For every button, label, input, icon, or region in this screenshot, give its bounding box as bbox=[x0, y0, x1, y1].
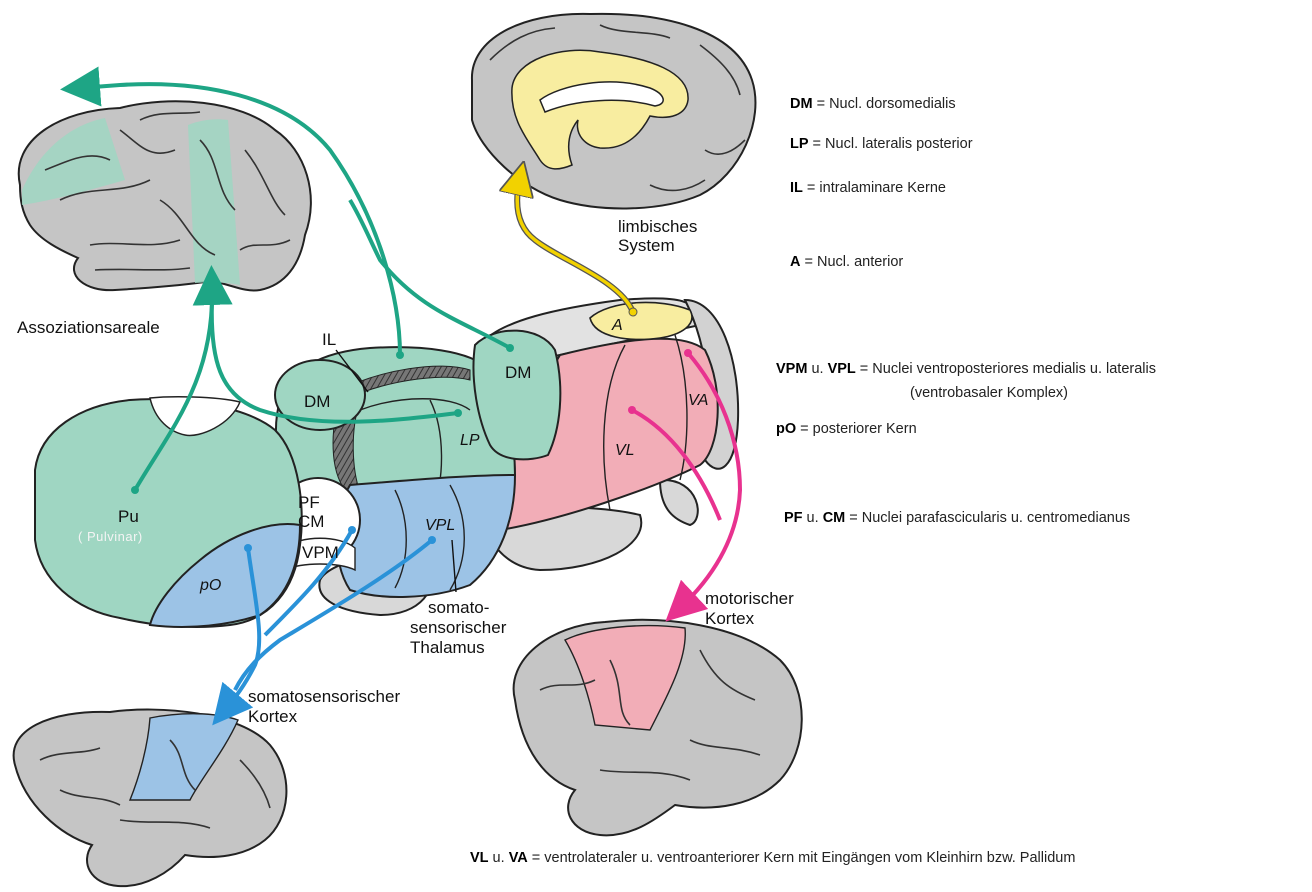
label-limbic-2: System bbox=[618, 236, 675, 255]
legend-dm: DM = Nucl. dorsomedialis bbox=[790, 96, 956, 112]
nucleus-cm: CM bbox=[298, 512, 324, 531]
motor-cortex-brain bbox=[514, 620, 802, 835]
thalamus-model bbox=[35, 298, 738, 627]
label-thalamus-1: somato- bbox=[428, 598, 489, 617]
legend-vl-va: VL u. VA = ventrolateraler u. ventroante… bbox=[470, 850, 1075, 866]
limbic-system-brain bbox=[472, 14, 756, 209]
label-thalamus-3: Thalamus bbox=[410, 638, 485, 657]
association-cortex-brain bbox=[19, 101, 311, 290]
label-motor-2: Kortex bbox=[705, 609, 755, 628]
legend-il: IL = intralaminare Kerne bbox=[790, 180, 946, 196]
nucleus-va: VA bbox=[688, 392, 708, 409]
nucleus-pulvinar: ( Pulvinar) bbox=[78, 529, 143, 544]
nucleus-po: pO bbox=[199, 577, 221, 594]
nucleus-a: A bbox=[611, 317, 623, 334]
label-thalamus-2: sensorischer bbox=[410, 618, 507, 637]
label-somato-cortex-1: somatosensorischer bbox=[248, 687, 400, 706]
nucleus-il: IL bbox=[322, 330, 336, 349]
legend-pf-cm: PF u. CM = Nuclei parafascicularis u. ce… bbox=[784, 510, 1130, 526]
nucleus-vpl: VPL bbox=[425, 517, 455, 534]
legend-vpm-vpl: VPM u. VPL = Nuclei ventroposteriores me… bbox=[776, 361, 1156, 377]
nucleus-vpm: VPM bbox=[302, 543, 339, 562]
label-somato-cortex-2: Kortex bbox=[248, 707, 298, 726]
nucleus-vl: VL bbox=[615, 442, 635, 459]
label-limbic-1: limbisches bbox=[618, 217, 697, 236]
legend-vpm-vpl-sub: (ventrobasaler Komplex) bbox=[910, 385, 1068, 401]
somatosensory-cortex-brain bbox=[14, 710, 287, 887]
label-association-areas: Assoziationsareale bbox=[17, 318, 160, 337]
nucleus-dm-back: DM bbox=[505, 363, 531, 382]
nucleus-lp: LP bbox=[460, 432, 480, 449]
legend-po: pO = posteriorer Kern bbox=[776, 421, 917, 437]
legend-a: A = Nucl. anterior bbox=[790, 254, 903, 270]
nucleus-pf: PF bbox=[298, 493, 320, 512]
nucleus-dm-front: DM bbox=[304, 392, 330, 411]
nucleus-pu: Pu bbox=[118, 507, 139, 526]
label-motor-1: motorischer bbox=[705, 589, 794, 608]
legend-lp: LP = Nucl. lateralis posterior bbox=[790, 136, 973, 152]
